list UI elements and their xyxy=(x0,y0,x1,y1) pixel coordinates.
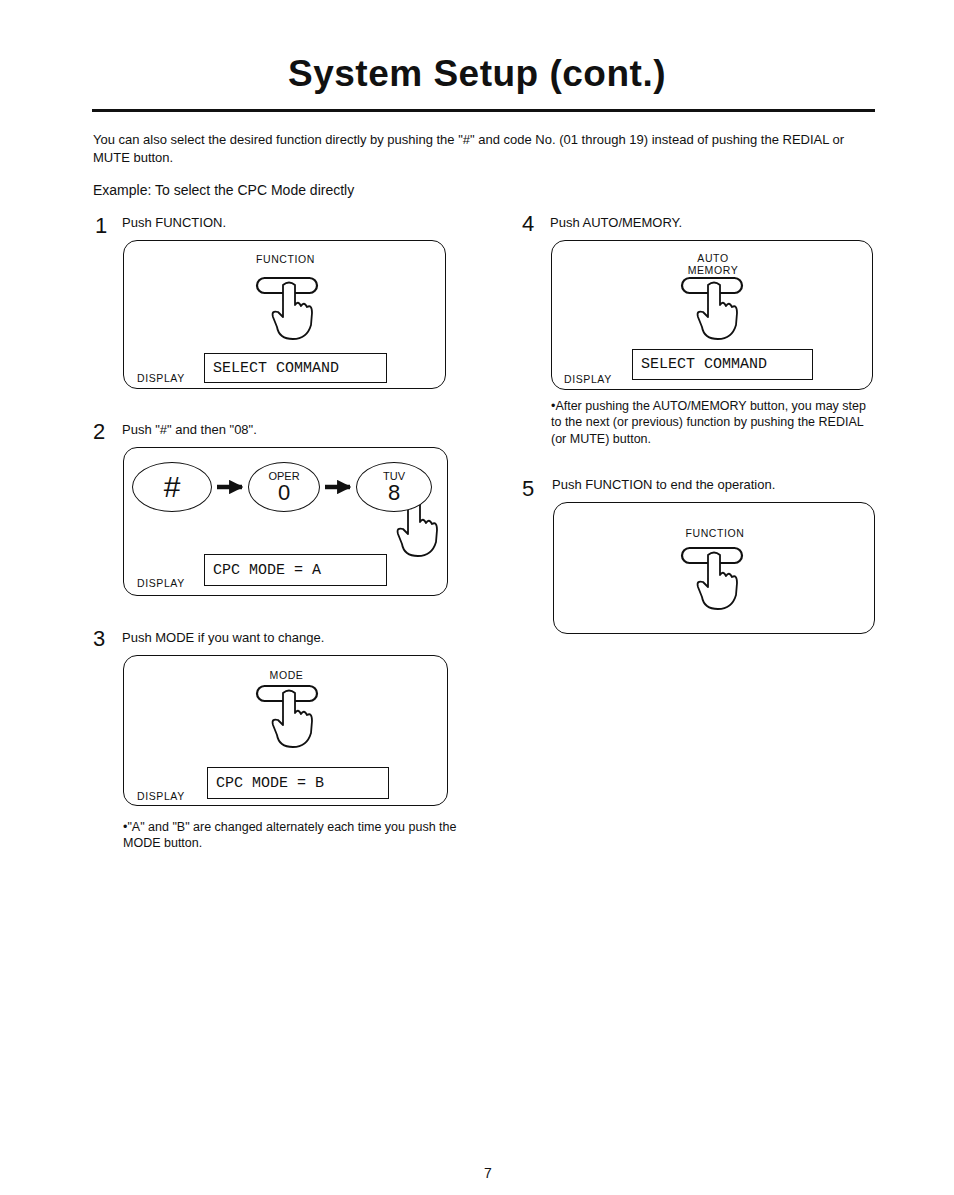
push-button xyxy=(682,278,742,339)
step-instruction: Push MODE if you want to change. xyxy=(122,631,324,646)
display-box: SELECT COMMAND xyxy=(204,353,387,383)
intro-text: You can also select the desired function… xyxy=(93,131,883,167)
step-instruction: Push AUTO/MEMORY. xyxy=(550,216,682,231)
note-text: •"A" and "B" are changed alternately eac… xyxy=(123,819,458,852)
page-title: System Setup (cont.) xyxy=(0,50,954,98)
pushing-hand xyxy=(698,553,737,610)
key-legend: TUV xyxy=(383,470,405,482)
step-panel: #OPER0TUV8CPC MODE = APush "#" and then … xyxy=(123,447,448,596)
keypad-key: # xyxy=(132,462,212,512)
display-text: CPC MODE = B xyxy=(216,775,324,792)
pushing-hand xyxy=(273,691,312,748)
step-panel: SELECT COMMANDPush AUTO/MEMORY.AUTO MEMO… xyxy=(551,240,873,390)
display-text: CPC MODE = A xyxy=(213,562,321,579)
button-label: FUNCTION xyxy=(124,253,447,265)
step-arrow xyxy=(217,485,242,490)
key-legend: # xyxy=(164,470,181,504)
display-text: SELECT COMMAND xyxy=(213,360,339,377)
push-button xyxy=(682,548,742,609)
display-label: DISPLAY xyxy=(564,373,612,385)
title-rule xyxy=(92,109,875,112)
push-button xyxy=(257,686,317,747)
button-label: AUTO MEMORY xyxy=(683,252,743,276)
push-button xyxy=(257,278,317,339)
key-legend: 0 xyxy=(278,482,290,504)
display-label: DISPLAY xyxy=(137,790,185,802)
pushing-hand xyxy=(698,283,737,340)
step-instruction: Push FUNCTION to end the operation. xyxy=(552,478,775,493)
page-number: 7 xyxy=(484,1164,504,1182)
note-text: •After pushing the AUTO/MEMORY button, y… xyxy=(551,398,876,447)
key-legend: OPER xyxy=(268,470,299,482)
pushing-hand xyxy=(273,283,312,340)
display-box: CPC MODE = B xyxy=(207,767,389,799)
keypad-key: OPER0 xyxy=(248,462,320,512)
step-arrow xyxy=(325,485,350,490)
display-label: DISPLAY xyxy=(137,577,185,589)
example-heading: Example: To select the CPC Mode directly xyxy=(93,181,593,199)
step-number: 1 xyxy=(95,212,115,241)
button-label: FUNCTION xyxy=(554,527,876,539)
step-panel: Push FUNCTION to end the operation.FUNCT… xyxy=(553,502,875,634)
button-label: MODE xyxy=(124,669,449,681)
step-instruction: Push FUNCTION. xyxy=(122,216,226,231)
step-number: 2 xyxy=(93,418,113,447)
keypad-key: TUV8 xyxy=(356,462,432,512)
step-number: 4 xyxy=(522,210,542,239)
step-instruction: Push "#" and then "08". xyxy=(122,423,257,438)
step-number: 3 xyxy=(93,625,113,654)
step-panel: CPC MODE = BPush MODE if you want to cha… xyxy=(123,655,448,806)
step-number: 5 xyxy=(522,475,542,504)
step-panel: SELECT COMMANDPush FUNCTION.FUNCTIONDISP… xyxy=(123,240,446,389)
key-legend: 8 xyxy=(388,482,400,504)
display-box: SELECT COMMAND xyxy=(632,349,813,380)
display-text: SELECT COMMAND xyxy=(641,356,767,373)
display-box: CPC MODE = A xyxy=(204,554,387,586)
display-label: DISPLAY xyxy=(137,372,185,384)
